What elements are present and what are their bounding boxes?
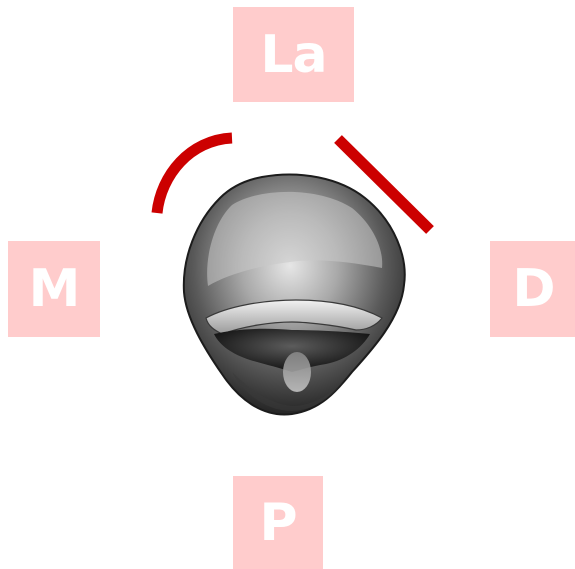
cingulum <box>283 352 311 392</box>
tooth-specimen <box>184 175 405 415</box>
